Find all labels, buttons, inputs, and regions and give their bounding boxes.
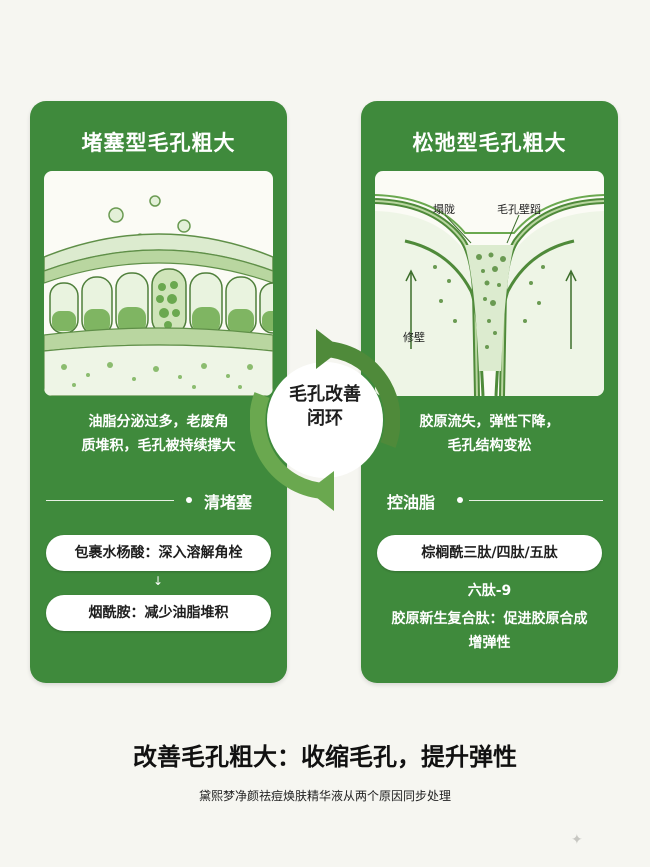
salicylic-acid-pill: 包裹水杨酸：深入溶解角栓 — [46, 535, 271, 571]
collapse-label: 塌陇 — [433, 202, 455, 216]
lax-desc-line1: 胶原流失，弹性下降， — [419, 414, 560, 430]
lax-desc-line2: 毛孔结构变松 — [447, 438, 532, 454]
lax-pore-illustration: 塌陇 毛孔壁蹈 修壁 — [375, 171, 604, 396]
lax-section-label: 控油脂 — [387, 493, 436, 512]
repair-wall-label: 修壁 — [403, 330, 425, 344]
center-label-line1: 毛孔改善 — [289, 384, 361, 405]
hexapeptide-text: 六肽-9 — [467, 583, 512, 599]
lax-pore-card: 松弛型毛孔粗大 — [361, 101, 618, 683]
clogged-card-title: 堵塞型毛孔粗大 — [81, 131, 236, 155]
section-bullet — [457, 497, 463, 503]
section-divider — [469, 500, 603, 501]
page-headline: 改善毛孔粗大：收缩毛孔，提升弹性 — [133, 743, 517, 771]
clogged-desc-line1: 油脂分泌过多，老废角 — [88, 414, 229, 430]
lax-card-title: 松弛型毛孔粗大 — [412, 131, 567, 155]
pore-wall-label: 毛孔壁蹈 — [497, 202, 541, 216]
clogged-section-label: 清堵塞 — [204, 493, 253, 512]
niacinamide-pill: 烟酰胺：减少油脂堆积 — [46, 595, 271, 631]
clogged-pore-card: 堵塞型毛孔粗大 — [30, 101, 287, 683]
skin-cells-drawing — [44, 195, 273, 396]
cycle-arrows-icon — [250, 329, 400, 511]
section-divider — [46, 500, 174, 501]
center-label: 毛孔改善 闭环 — [272, 383, 378, 431]
section-bullet — [186, 497, 192, 503]
page-subline: 黛熙梦净颜祛痘焕肤精华液从两个原因同步处理 — [198, 789, 451, 803]
clogged-pore-illustration — [44, 171, 273, 396]
pore-funnel-drawing: 塌陇 毛孔壁蹈 修壁 — [375, 194, 604, 396]
center-label-line2: 闭环 — [307, 408, 343, 429]
elasticity-text: 增弹性 — [468, 635, 511, 651]
peptide-pill: 棕榈酰三肽/四肽/五肽 — [377, 535, 602, 571]
clogged-desc-line2: 质堆积，毛孔被持续撑大 — [81, 438, 236, 454]
collagen-peptide-text: 胶原新生复合肽：促进胶原合成 — [391, 611, 588, 627]
sparkle-icon: ✦ — [571, 832, 583, 848]
arrow-down-icon: ↓ — [152, 574, 164, 588]
